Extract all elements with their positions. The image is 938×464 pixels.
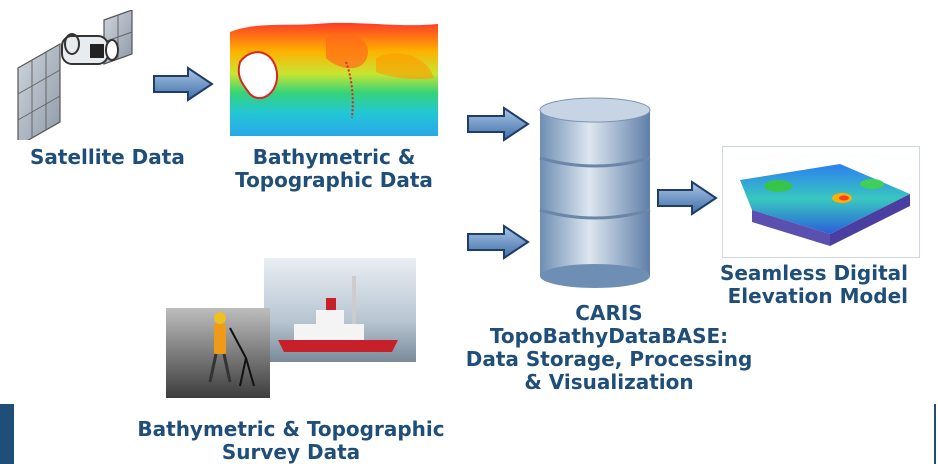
database-cylinder-icon xyxy=(539,97,651,288)
seamless-dem-label: Seamless Digital Elevation Model xyxy=(719,261,908,308)
arrow-bathymetric-to-database xyxy=(467,106,530,142)
arrow-database-to-dem xyxy=(657,180,718,216)
survey-ship-image xyxy=(166,258,416,398)
arrow-satellite-to-bathymetric xyxy=(153,66,214,102)
caris-database-label: CARIS TopoBathyDataBASE: Data Storage, P… xyxy=(465,301,753,394)
satellite-icon xyxy=(17,10,133,140)
dem-3d-image xyxy=(722,146,920,258)
right-edge-line xyxy=(934,404,936,464)
left-edge-accent xyxy=(0,404,14,464)
bathymetric-map-image xyxy=(230,22,438,136)
satellite-data-label: Satellite Data xyxy=(30,145,185,169)
bathymetric-topographic-data-label: Bathymetric & Topographic Data xyxy=(235,145,433,192)
arrow-survey-to-database xyxy=(467,224,530,260)
survey-data-label: Bathymetric & Topographic Survey Data xyxy=(137,417,445,464)
